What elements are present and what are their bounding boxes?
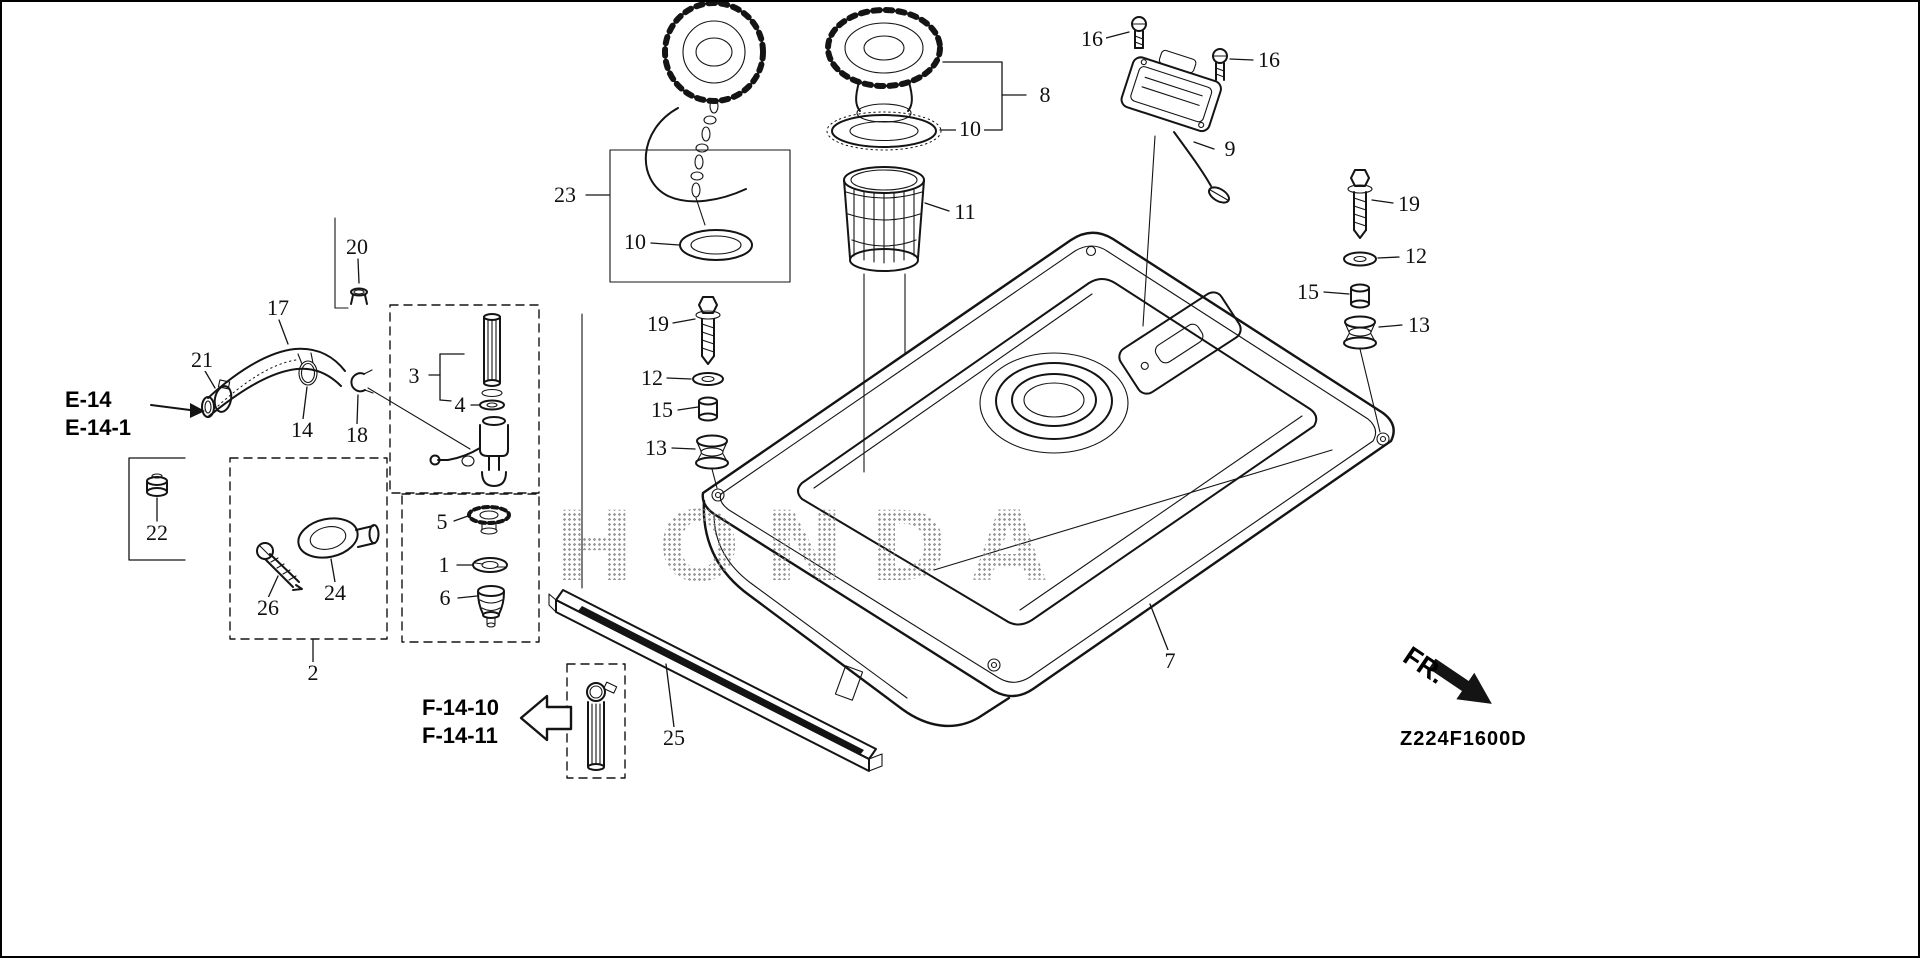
part-label-13-right: 13 [1405, 314, 1433, 336]
nut-drawing [128, 457, 186, 561]
reference-e14-line2: E-14-1 [65, 414, 132, 440]
knob-assembly [229, 457, 388, 640]
part-label-7: 7 [1161, 650, 1179, 672]
reference-e14: E-14 E-14-1 [65, 386, 131, 442]
f14-clamp-detail [519, 663, 626, 779]
part-label-23: 23 [551, 184, 579, 206]
part-label-1: 1 [435, 554, 453, 576]
part-label-6: 6 [436, 587, 454, 609]
part-label-19-left: 19 [644, 313, 672, 335]
part-label-15-left: 15 [648, 399, 676, 421]
reference-f14: F-14-10 F-14-11 [422, 694, 499, 750]
leader-lines [156, 31, 1403, 728]
fr-direction-arrow [1428, 658, 1492, 704]
fuel-tank-drawing [701, 231, 1395, 728]
fuel-cap-chain-assembly [609, 2, 791, 283]
fuel-cap-assembly [825, 7, 1027, 473]
fuel-valve-assembly [367, 304, 540, 494]
tank-rail-drawing [548, 313, 883, 772]
part-label-26: 26 [254, 597, 282, 619]
part-label-10-right: 10 [956, 118, 984, 140]
part-label-16-right: 16 [1255, 49, 1283, 71]
fuel-strainer-drawing [843, 166, 925, 272]
diagram-code: Z224F1600D [1400, 728, 1527, 750]
reference-f14-line2: F-14-11 [422, 722, 498, 748]
part-label-17: 17 [264, 297, 292, 319]
reference-f14-line1: F-14-10 [422, 695, 500, 720]
part-label-16-left: 16 [1078, 28, 1106, 50]
part-label-8: 8 [1036, 84, 1054, 106]
fuel-hose-assembly [150, 347, 374, 418]
clip-drawing [334, 217, 368, 309]
part-label-11: 11 [951, 201, 979, 223]
right-mount-hardware [1343, 169, 1381, 433]
part-label-25: 25 [660, 727, 688, 749]
part-label-20: 20 [343, 236, 371, 258]
part-label-15-right: 15 [1294, 281, 1322, 303]
part-label-13-left: 13 [642, 437, 670, 459]
part-label-21: 21 [188, 349, 216, 371]
fuel-gauge-assembly [1120, 16, 1230, 327]
part-label-3: 3 [405, 365, 423, 387]
part-label-18: 18 [343, 424, 371, 446]
part-label-12-left: 12 [638, 367, 666, 389]
part-label-12-right: 12 [1402, 245, 1430, 267]
part-label-19-right: 19 [1395, 193, 1423, 215]
part-label-24: 24 [321, 582, 349, 604]
part-label-22: 22 [143, 522, 171, 544]
part-label-14: 14 [288, 419, 316, 441]
part-label-9: 9 [1221, 138, 1239, 160]
part-label-4: 4 [451, 394, 469, 416]
fuel-joint-parts [401, 493, 540, 643]
part-label-10-left: 10 [621, 231, 649, 253]
part-label-5: 5 [433, 511, 451, 533]
part-label-2: 2 [304, 662, 322, 684]
watermark: HONDA [502, 492, 1122, 602]
reference-e14-line1: E-14 [65, 387, 112, 412]
left-mount-hardware [692, 296, 729, 489]
